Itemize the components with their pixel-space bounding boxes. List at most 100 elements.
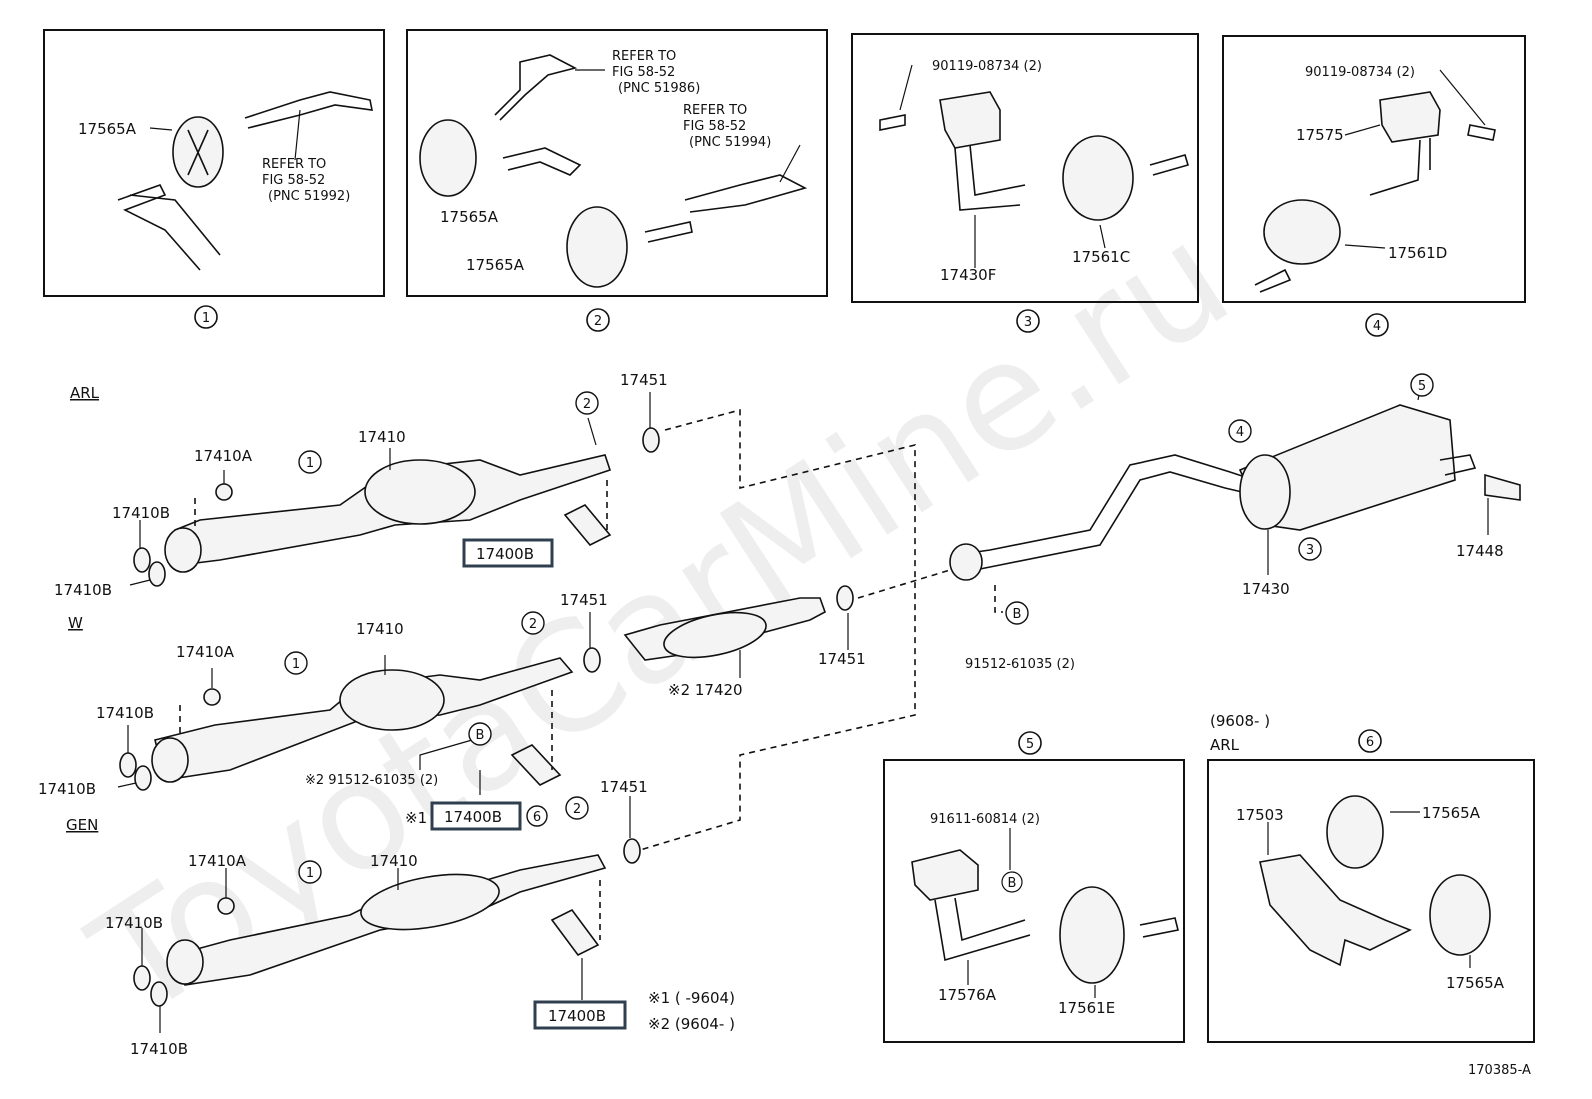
inset-6-frame	[1207, 759, 1535, 1043]
bushing-17565a-6-bottom[interactable]	[1429, 874, 1491, 956]
muffler-end	[1239, 454, 1291, 530]
hanger-bracket-a[interactable]	[494, 54, 578, 121]
label-17400b-gen: 17400B	[548, 1007, 606, 1025]
w-callout-1-num: 1	[292, 657, 300, 672]
label-17565a-6-top: 17565A	[1422, 804, 1481, 822]
gasket-17410b-gen-2[interactable]	[150, 981, 168, 1007]
highlight-17400b-arl[interactable]	[462, 538, 554, 568]
label-17420: ※2 17420	[668, 681, 743, 699]
refer-a-line-3: (PNC 51986)	[618, 81, 700, 96]
w-callout-b-letter: B	[476, 728, 485, 743]
tail-callout-5-num: 5	[1418, 379, 1426, 394]
label-17410b-arl-1: 17410B	[112, 504, 170, 522]
callout-number-2: 2	[594, 314, 602, 329]
gasket-17410b-w-2[interactable]	[134, 765, 152, 791]
bushing-17565a-6-top[interactable]	[1326, 795, 1384, 869]
inset-2-frame	[406, 29, 828, 297]
gasket-17410b-gen-1[interactable]	[133, 965, 151, 991]
gasket-17410a-arl[interactable]	[215, 483, 233, 501]
w-callout-1	[284, 651, 308, 675]
tail-callout-3-num: 3	[1306, 543, 1314, 558]
label-90119-08734-4: 90119-08734 (2)	[1305, 65, 1415, 80]
pre-muffler	[663, 611, 767, 659]
label-91611-60814: 91611-60814 (2)	[930, 812, 1040, 827]
inset6-grade: ARL	[1210, 736, 1240, 754]
bolt-90119[interactable]	[879, 114, 906, 131]
callout-circle-6	[1358, 729, 1382, 753]
arl-callout-2-num: 2	[583, 397, 591, 412]
label-17410-arl: 17410	[358, 428, 406, 446]
label-17410a-gen: 17410A	[188, 852, 247, 870]
label-17400b-w: 17400B	[444, 808, 502, 826]
bracket-17576a[interactable]	[911, 849, 979, 901]
bushing-17565a-top[interactable]	[419, 119, 477, 197]
inset-5-frame	[883, 759, 1185, 1043]
tail-pipe-17430[interactable]	[954, 454, 1261, 571]
gasket-17410a-gen[interactable]	[217, 897, 235, 915]
label-17561d: 17561D	[1388, 244, 1447, 262]
inset5-callout-b	[1001, 871, 1023, 893]
arl-callout-1-num: 1	[306, 456, 314, 471]
highlight-17400b-w[interactable]	[430, 801, 522, 831]
w-callout-6-num: 6	[533, 810, 541, 825]
w-callout-6	[526, 805, 548, 827]
refer-line-1: REFER TO	[262, 157, 326, 172]
label-17565a-top: 17565A	[440, 208, 499, 226]
pipe-stub-a	[502, 147, 582, 176]
flange-arl	[164, 527, 202, 573]
bracket-17400b-w[interactable]	[510, 744, 562, 786]
gen-callout-2-num: 2	[573, 802, 581, 817]
gasket-17451-gen[interactable]	[623, 838, 641, 864]
flange-gen	[166, 939, 204, 985]
highlight-17400b-gen[interactable]	[533, 1000, 627, 1030]
tip-17448[interactable]	[1484, 473, 1521, 501]
footnote-1: ※1 ( -9604)	[648, 989, 735, 1007]
hanger-rod[interactable]	[244, 91, 374, 129]
label-91512-61035-w: ※2 91512-61035 (2)	[305, 773, 438, 788]
callout-number-6: 6	[1366, 735, 1374, 750]
label-17451-arl: 17451	[620, 371, 668, 389]
gen-callout-1-num: 1	[306, 866, 314, 881]
refer-b-line-3: (PNC 51994)	[689, 135, 771, 150]
bracket-17503[interactable]	[1259, 854, 1412, 967]
bolt-stub	[644, 221, 693, 243]
gen-callout-2	[565, 796, 589, 820]
inset-3: 90119-08734 (2) 17430F 17561C 3	[851, 33, 1199, 333]
hanger-bracket-b[interactable]	[684, 174, 808, 213]
bolt-90119-4[interactable]	[1467, 124, 1496, 141]
gasket-17410b-arl-2[interactable]	[148, 561, 166, 587]
gasket-17410b-w-1[interactable]	[119, 752, 137, 778]
footnote-2: ※2 (9604- )	[648, 1015, 735, 1033]
bushing-17561e[interactable]	[1059, 886, 1125, 984]
label-17430f: 17430F	[940, 266, 996, 284]
label-17451-w: 17451	[560, 591, 608, 609]
bracket-17575[interactable]	[1379, 91, 1441, 143]
gasket-17410b-arl-1[interactable]	[133, 547, 151, 573]
gasket-17451-arl[interactable]	[642, 427, 660, 453]
bushing-17561d[interactable]	[1263, 199, 1341, 265]
label-17503: 17503	[1236, 806, 1284, 824]
label-17400b-arl: 17400B	[476, 545, 534, 563]
inset-5: 5 B 91611-60814 (2) 17576A 17561E	[883, 731, 1185, 1043]
label-17410-w: 17410	[356, 620, 404, 638]
tail-callout-4-num: 4	[1236, 425, 1244, 440]
bracket-17400b-arl[interactable]	[563, 504, 612, 546]
label-17410a-w: 17410A	[176, 643, 235, 661]
tail-callout-b-letter: B	[1013, 607, 1022, 622]
catalytic-converter-w	[339, 669, 445, 731]
callout-circle-2	[586, 308, 610, 332]
label-17410b-gen-2: 17410B	[130, 1040, 188, 1058]
bushing-17565a-bottom[interactable]	[566, 206, 628, 288]
gasket-17410a-w[interactable]	[203, 688, 221, 706]
bushing-17561c[interactable]	[1062, 135, 1134, 221]
bracket-17430f[interactable]	[939, 91, 1001, 149]
bracket-17400b-gen[interactable]	[550, 908, 600, 957]
label-17410b-arl-2: 17410B	[54, 581, 112, 599]
label-17410b-gen-1: 17410B	[105, 914, 163, 932]
gasket-17451-w[interactable]	[583, 647, 601, 673]
callout-circle-1	[194, 305, 218, 329]
callout-number-1: 1	[202, 311, 210, 326]
tail-callout-3	[1298, 537, 1322, 561]
gasket-17451-center[interactable]	[836, 585, 854, 611]
label-17451-center: 17451	[818, 650, 866, 668]
